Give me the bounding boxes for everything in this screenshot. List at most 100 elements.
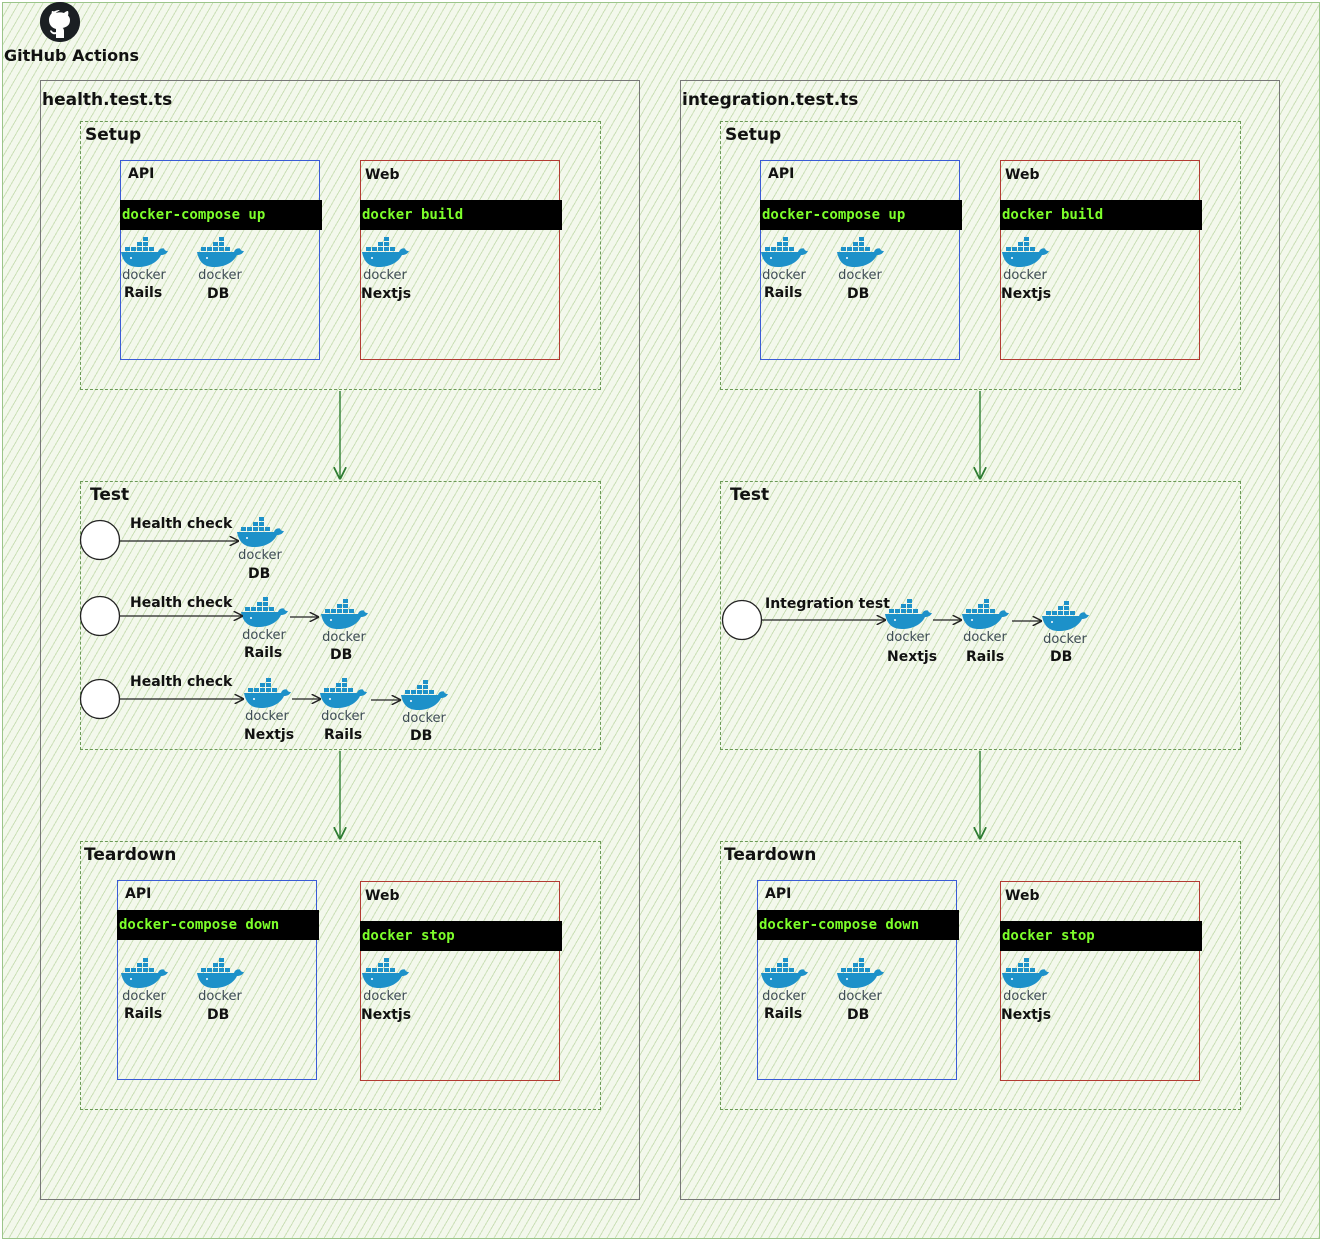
docker-icon: docker [834,236,886,282]
docker-icon: docker [118,957,170,1003]
svg-text:docker: docker [363,989,407,1003]
docker-icon: docker [999,236,1051,282]
phase-title-teardown: Teardown [724,845,817,865]
service-label: Nextjs [1001,1007,1052,1023]
docker-icon: docker [234,516,286,562]
web-box [360,881,560,1081]
svg-text:docker: docker [322,630,366,644]
service-label: DB [207,1007,230,1023]
panel-title: integration.test.ts [682,90,859,110]
svg-text:docker: docker [1003,989,1047,1003]
docker-icon: docker [758,236,810,282]
phase-setup [720,121,1241,390]
svg-text:docker: docker [838,989,882,1003]
svg-text:docker: docker [762,989,806,1003]
service-label: DB [330,647,353,663]
svg-text:docker: docker [198,268,242,282]
api-box [757,880,957,1080]
command-bar: docker-compose down [757,910,959,940]
docker-icon: docker [834,957,886,1003]
api-box [760,160,960,360]
service-label: Nextjs [361,286,412,302]
service-label: DB [410,728,433,744]
service-label: Rails [324,727,363,743]
svg-text:docker: docker [321,709,365,723]
command-bar: docker stop [1000,921,1202,951]
panel-title: health.test.ts [42,90,173,110]
service-label: Rails [966,649,1005,665]
command-bar: docker build [1000,200,1202,230]
phase-teardown [80,841,601,1110]
command-bar: docker stop [360,921,562,951]
phase-test [720,481,1241,750]
api-box-title: API [125,886,152,902]
command-bar: docker-compose up [760,200,962,230]
flow-label: Health check [130,595,233,611]
service-label: Rails [764,1006,803,1022]
api-box-title: API [128,166,155,182]
service-label: DB [248,566,271,582]
docker-icon: docker [317,677,369,723]
service-label: Rails [124,1006,163,1022]
service-label: Nextjs [1001,286,1052,302]
svg-text:docker: docker [198,989,242,1003]
service-label: Rails [244,645,283,661]
flow-label: Health check [130,674,233,690]
flow-label: Integration test [765,596,890,612]
svg-text:docker: docker [122,268,166,282]
api-box [120,160,320,360]
docker-icon: docker [959,598,1011,644]
phase-title-test: Test [730,485,770,505]
github-actions-label: GitHub Actions [4,46,139,65]
service-label: DB [847,1007,870,1023]
docker-icon: docker [359,236,411,282]
svg-text:docker: docker [1003,268,1047,282]
docker-icon: docker [238,596,290,642]
docker-icon: docker [118,236,170,282]
phase-title-test: Test [90,485,130,505]
web-box [1000,160,1200,360]
docker-icon: docker [882,598,934,644]
docker-icon: docker [999,957,1051,1003]
service-label: Nextjs [244,727,295,743]
docker-icon: docker [398,679,450,725]
docker-icon: docker [1039,600,1091,646]
service-label: Rails [124,285,163,301]
docker-icon: docker [241,677,293,723]
svg-text:docker: docker [122,989,166,1003]
web-box-title: Web [1005,888,1040,904]
svg-text:docker: docker [242,628,286,642]
web-box-title: Web [1005,167,1040,183]
api-box [117,880,317,1080]
svg-text:docker: docker [238,548,282,562]
phase-setup [80,121,601,390]
command-bar: docker-compose up [120,200,322,230]
phase-title-teardown: Teardown [84,845,177,865]
command-bar: docker build [360,200,562,230]
service-label: Nextjs [361,1007,412,1023]
command-bar: docker-compose down [117,910,319,940]
api-box-title: API [768,166,795,182]
service-label: DB [207,286,230,302]
svg-text:docker: docker [363,268,407,282]
docker-icon: docker [194,957,246,1003]
svg-text:docker: docker [963,630,1007,644]
web-box-title: Web [365,888,400,904]
svg-text:docker: docker [762,268,806,282]
docker-icon: docker [359,957,411,1003]
web-box [1000,881,1200,1081]
phase-title-setup: Setup [85,125,142,145]
svg-text:docker: docker [886,630,930,644]
service-label: DB [1050,649,1073,665]
service-label: Nextjs [887,649,938,665]
flow-label: Health check [130,516,233,532]
svg-text:docker: docker [838,268,882,282]
web-box-title: Web [365,167,400,183]
api-box-title: API [765,886,792,902]
phase-teardown [720,841,1241,1110]
phase-title-setup: Setup [725,125,782,145]
svg-text:docker: docker [402,711,446,725]
docker-icon: docker [194,236,246,282]
github-icon [39,1,81,43]
web-box [360,160,560,360]
